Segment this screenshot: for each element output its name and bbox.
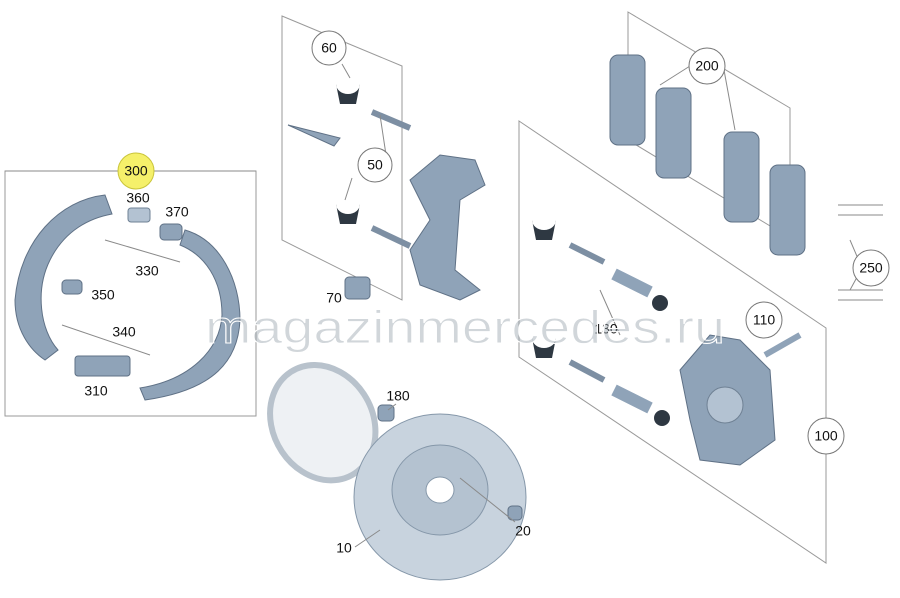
caliper-boot-upper	[532, 220, 556, 240]
watermark: magazinmercedes.ru	[205, 301, 725, 353]
callout-310[interactable]: 310	[84, 383, 108, 399]
bleed-valve-110	[763, 332, 802, 358]
caliper-carrier-group-frame	[281, 15, 403, 301]
callout-250[interactable]: 250	[852, 249, 890, 287]
guide-bolt-upper	[370, 109, 412, 131]
svg-text:60: 60	[321, 40, 337, 56]
brake-pad-2	[655, 87, 692, 179]
caliper-group-frame	[518, 120, 827, 564]
callout-label: 300	[124, 163, 148, 179]
bushing-part	[159, 223, 183, 241]
callout-70[interactable]: 70	[326, 290, 342, 306]
svg-text:50: 50	[367, 157, 383, 173]
adjuster-part	[127, 207, 151, 223]
callout-130[interactable]: 130	[594, 321, 618, 337]
boot-lower	[336, 204, 360, 224]
callout-370[interactable]: 370	[165, 204, 189, 220]
callout-180[interactable]: 180	[386, 388, 410, 404]
svg-text:100: 100	[814, 428, 838, 444]
brake-shoe-right	[139, 229, 241, 401]
svg-text:110: 110	[753, 312, 776, 328]
svg-text:250: 250	[859, 260, 883, 276]
brake-pad-3	[723, 131, 760, 223]
callout-10[interactable]: 10	[336, 540, 352, 556]
callout-50[interactable]: 50	[357, 147, 393, 183]
dust-shield	[267, 362, 379, 484]
callout-200[interactable]: 200	[688, 47, 726, 85]
guide-bolt-lower	[370, 225, 412, 249]
spring-part	[104, 239, 181, 263]
callout-330[interactable]: 330	[135, 263, 159, 279]
caliper-boot-lower	[532, 338, 556, 358]
spring-part-340	[61, 324, 151, 356]
bolt-70	[344, 276, 371, 300]
callout-300[interactable]: 300	[117, 152, 155, 190]
guide-pin-upper	[611, 268, 653, 298]
screw-20	[507, 505, 523, 521]
pad-clips	[838, 204, 883, 301]
caliper-carrier	[409, 154, 486, 301]
callout-110[interactable]: 110	[745, 301, 783, 339]
spring-part-350	[61, 279, 83, 295]
brake-pad-1	[609, 54, 646, 146]
brake-pad-group-frame	[627, 11, 791, 239]
brake-pad-4	[769, 164, 806, 256]
boot-upper	[336, 84, 360, 104]
callout-60[interactable]: 60	[311, 30, 347, 66]
svg-text:200: 200	[695, 58, 719, 74]
lever-part-310	[74, 355, 131, 377]
brake-shoe-left	[14, 194, 113, 361]
callout-360[interactable]: 360	[126, 190, 150, 206]
callout-340[interactable]: 340	[112, 324, 136, 340]
guide-pin-lower	[611, 384, 653, 414]
callout-100[interactable]: 100	[807, 417, 845, 455]
grease-part	[287, 124, 341, 147]
callout-20[interactable]: 20	[515, 523, 531, 539]
callout-350[interactable]: 350	[91, 287, 115, 303]
